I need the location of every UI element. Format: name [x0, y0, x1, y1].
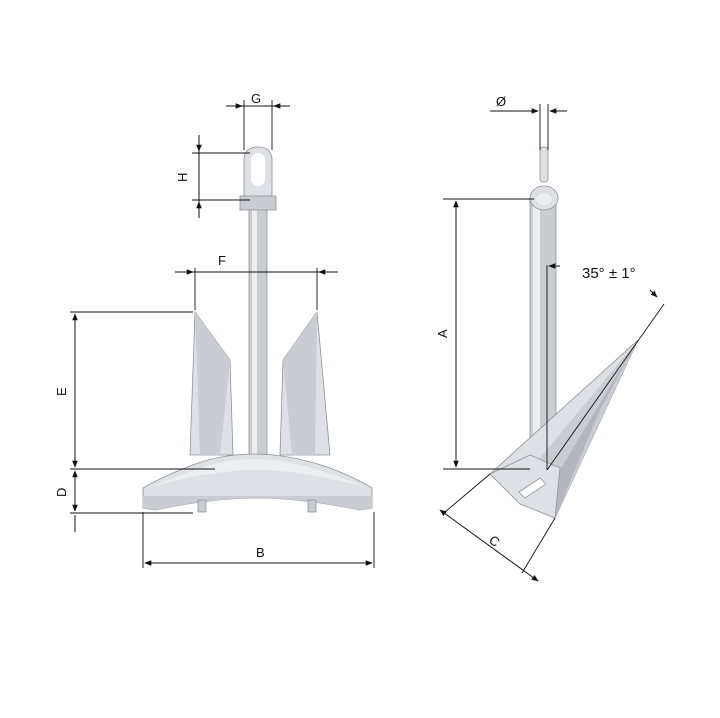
- dimension-e: E: [54, 311, 215, 470]
- label-g: G: [251, 91, 261, 106]
- label-h: H: [175, 173, 190, 182]
- label-d: D: [54, 488, 69, 497]
- front-foot-right: [307, 499, 317, 513]
- front-shackle-base: [239, 195, 277, 211]
- label-diameter: Ø: [496, 94, 506, 109]
- side-crown: [489, 454, 561, 519]
- label-a: A: [435, 329, 450, 338]
- label-c: C: [486, 532, 502, 550]
- side-pin: [539, 146, 549, 183]
- side-view-anchor: [489, 146, 639, 519]
- dimension-g: G: [226, 91, 290, 150]
- dimension-angle: 35° ± 1°: [546, 263, 665, 471]
- label-f: F: [218, 253, 226, 268]
- label-b: B: [256, 545, 265, 560]
- label-angle: 35° ± 1°: [582, 265, 636, 282]
- dimension-d: D: [54, 470, 193, 532]
- dimension-h: H: [175, 135, 250, 218]
- dimension-diameter: Ø: [490, 94, 567, 150]
- dimension-b: B: [142, 512, 375, 568]
- front-shank: [248, 204, 268, 461]
- label-e: E: [54, 387, 69, 396]
- front-view-anchor: [142, 146, 373, 513]
- dimension-f: F: [175, 253, 338, 310]
- dimension-a: A: [435, 198, 534, 470]
- front-foot-left: [197, 499, 207, 513]
